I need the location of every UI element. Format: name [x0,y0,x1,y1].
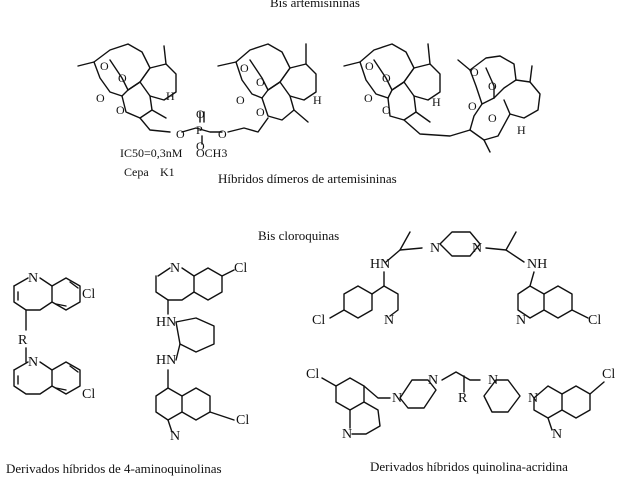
atom-n: N [392,391,403,406]
structure-piperazine-bis-quinoline-bottom [321,371,605,435]
atom-n: N [28,271,39,286]
atom-cl: Cl [236,413,250,428]
atom-n: N [516,313,527,328]
o-label: O [96,91,105,105]
o-label: O [382,103,391,117]
structure-artemisinin-2 [217,43,317,123]
atom-n: N [488,373,499,388]
atom-n: N [428,373,439,388]
structure-piperazine-bis-quinoline-top [329,231,589,319]
atom-n: N [342,427,353,442]
atom-cl: Cl [602,367,616,382]
atom-n: N [28,355,39,370]
atom-cl: Cl [82,287,96,302]
o-label: O [256,75,265,89]
structure-bis-quinoline-r [13,277,81,395]
caption-derivados-quinolina-acridina: Derivados híbridos quinolina-acridina [370,459,568,474]
atom-hn: HN [156,353,177,368]
atom-n: N [170,261,181,276]
atom-nh: NH [527,257,548,272]
o-label: O [236,93,245,107]
atom-r: R [458,391,468,406]
o-label: O [176,127,185,141]
o-label: O [196,139,205,153]
atom-r: R [18,333,28,348]
atom-hn: HN [370,257,391,272]
caption-bis-cloroquinas: Bis cloroquinas [258,228,340,243]
o-label: O [116,103,125,117]
atom-n: N [552,427,563,442]
o-label: O [468,99,477,113]
structure-artemisinin-dimer [343,43,541,153]
o-label: O [218,127,227,141]
ic50-label: IC50=0,3nM [120,146,183,160]
atom-cl: Cl [312,313,326,328]
structure-bis-quinoline-cyclohexane [155,267,235,433]
o-label: O [256,105,265,119]
atom-n: N [528,391,539,406]
o-label: O [488,79,497,93]
och3-label: OCH3 [196,146,228,160]
caption-derivados-4-aminoquinolinas: Derivados híbridos de 4-aminoquinolinas [6,461,222,476]
atom-hn: HN [156,315,177,330]
structure-artemisinin-phosphate [77,43,269,145]
o-label: O [470,65,479,79]
o-label: O [100,59,109,73]
caption-hibridos-dimeros: Híbridos dímeros de artemisininas [218,171,397,186]
atom-cl: Cl [306,367,320,382]
cepa-label: Cepa [124,165,149,179]
o-label: O [365,59,374,73]
h-label-2: H [313,93,322,107]
h-label-4: H [517,123,526,137]
o-label: O [488,111,497,125]
atom-cl: Cl [82,387,96,402]
p-label: P [196,123,203,137]
atom-n: N [170,429,181,444]
atom-cl: Cl [588,313,602,328]
o-label: O [364,91,373,105]
atom-n: N [384,313,395,328]
k1-label: K1 [160,165,175,179]
h-label-3: H [432,95,441,109]
atom-cl: Cl [234,261,248,276]
o-label: O [240,61,249,75]
atom-n: N [430,241,441,256]
caption-bis-artemisininas: Bis artemisininas [270,0,360,10]
